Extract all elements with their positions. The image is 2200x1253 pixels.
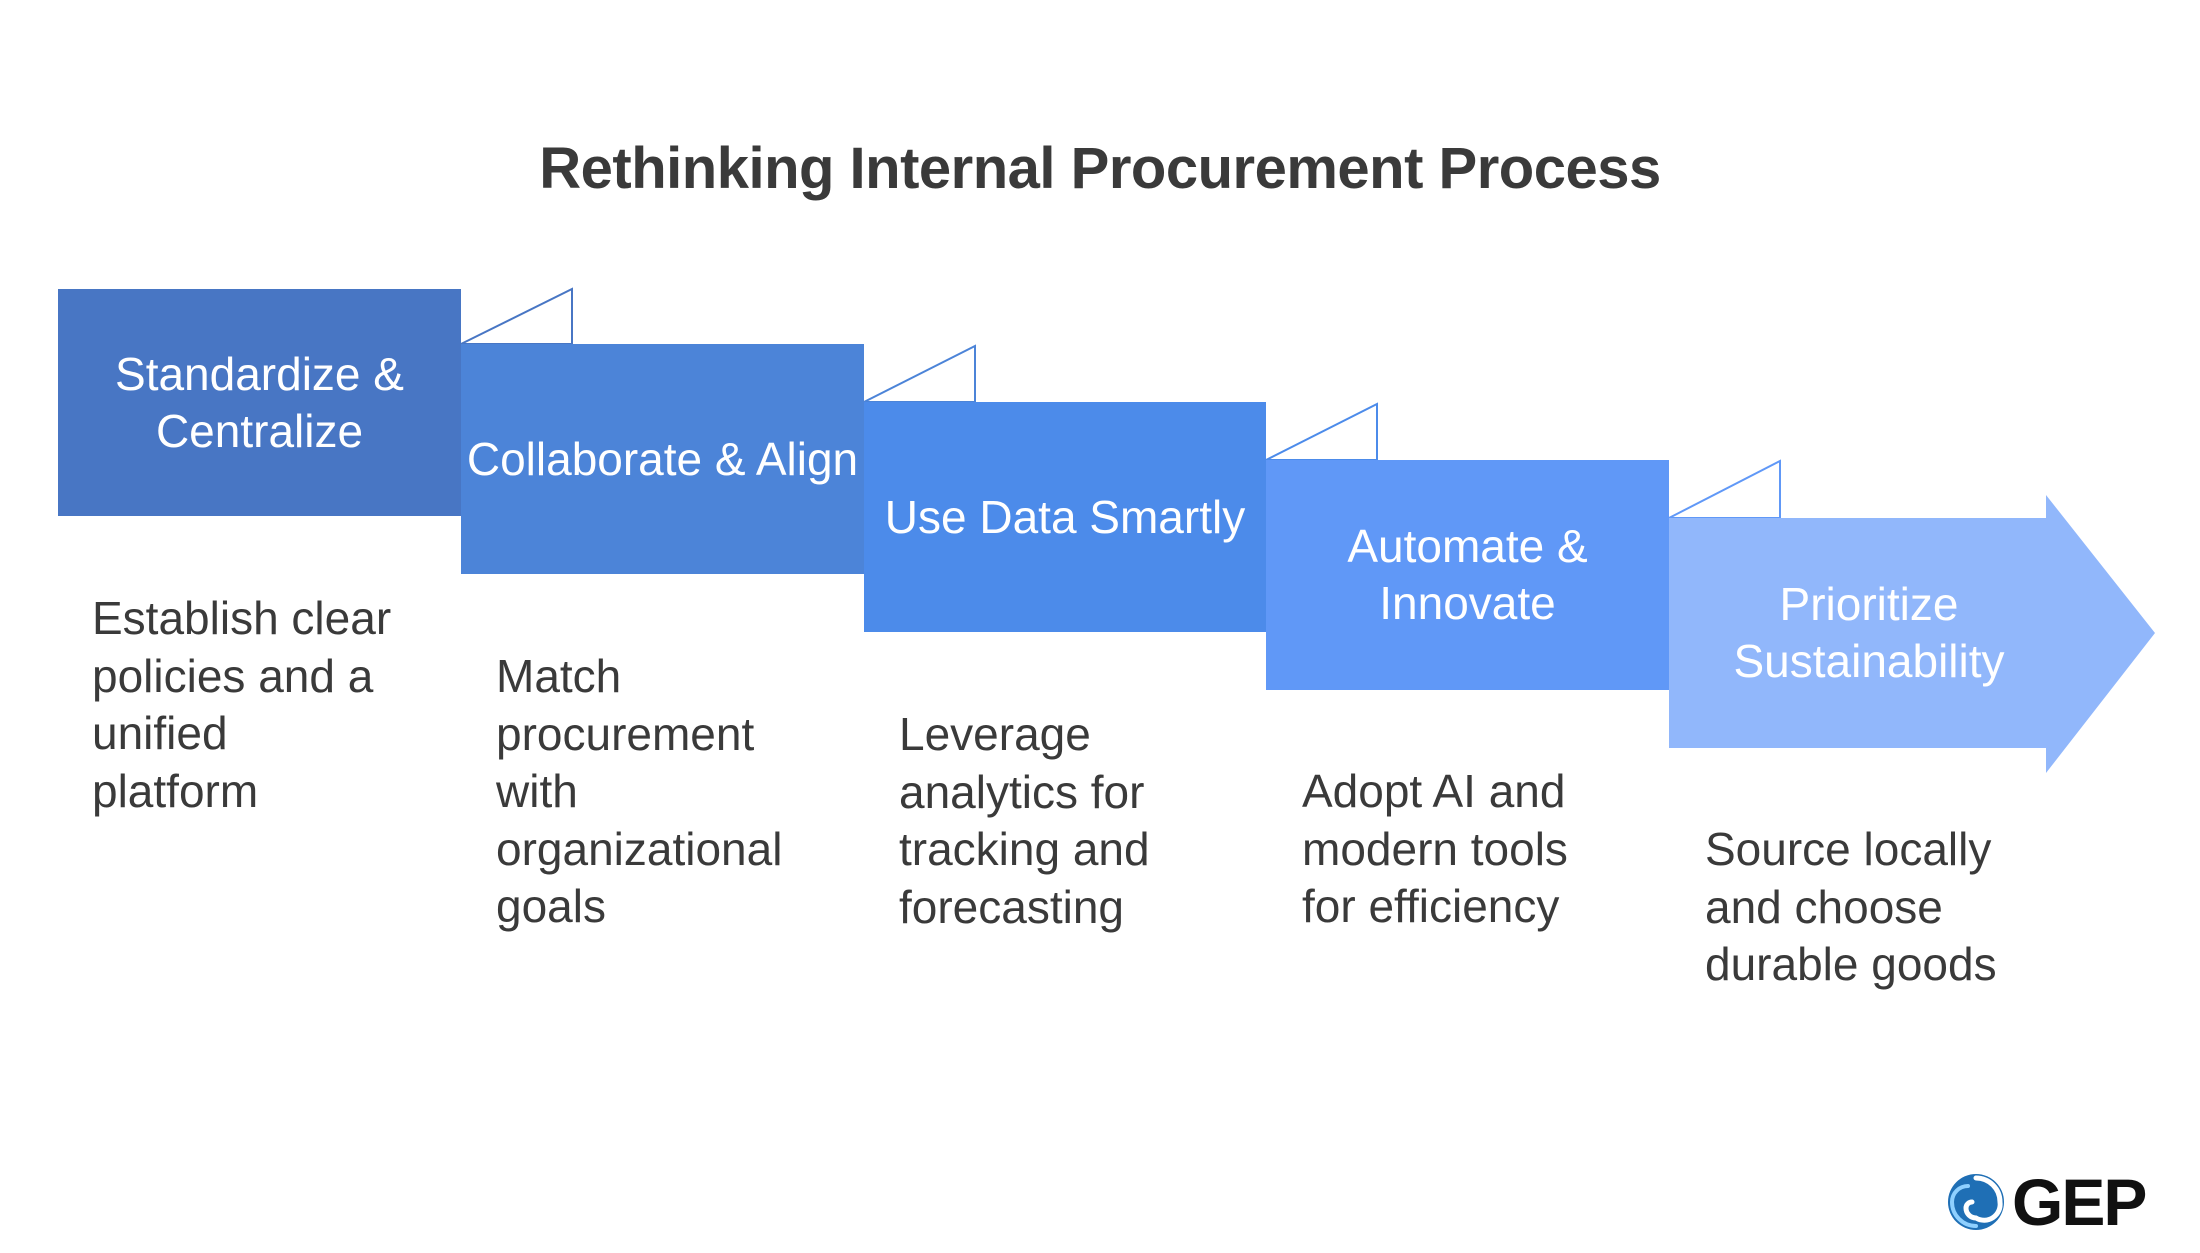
- step-label-2: Collaborate & Align: [466, 432, 859, 485]
- diagram-title: Rethinking Internal Procurement Process: [539, 136, 1661, 201]
- step-label-1: Standardize & Centralize: [115, 347, 404, 457]
- step-description-4: Adopt AI and modern tools for efficiency: [1302, 765, 1568, 932]
- step-label-3: Use Data Smartly: [884, 490, 1246, 543]
- logo-text: GEP: [2012, 1165, 2147, 1239]
- gep-logo: GEP: [1946, 1168, 2176, 1236]
- step-description-5: Source locally and choose durable goods: [1705, 823, 1997, 990]
- step-label-4: Automate & Innovate: [1347, 520, 1588, 629]
- step-description-2: Match procurement with organizational go…: [496, 650, 783, 932]
- step-label-5: Prioritize Sustainability: [1733, 578, 2005, 687]
- fold-flap-1: [460, 287, 573, 345]
- fold-flap-3: [1265, 402, 1378, 461]
- step-description-3: Leverage analytics for tracking and fore…: [899, 708, 1150, 933]
- step-panel-4: [1266, 460, 1669, 690]
- step-panel-5-arrow: [1669, 495, 2155, 773]
- fold-flap-2: [863, 344, 976, 403]
- gep-swirl-icon: [1948, 1174, 2004, 1230]
- step-description-1: Establish clear policies and a unified p…: [92, 592, 392, 817]
- step-panel-3: [864, 402, 1266, 632]
- step-panel-2: [461, 344, 864, 574]
- fold-flap-4: [1668, 459, 1781, 519]
- step-panel-1: [58, 289, 461, 516]
